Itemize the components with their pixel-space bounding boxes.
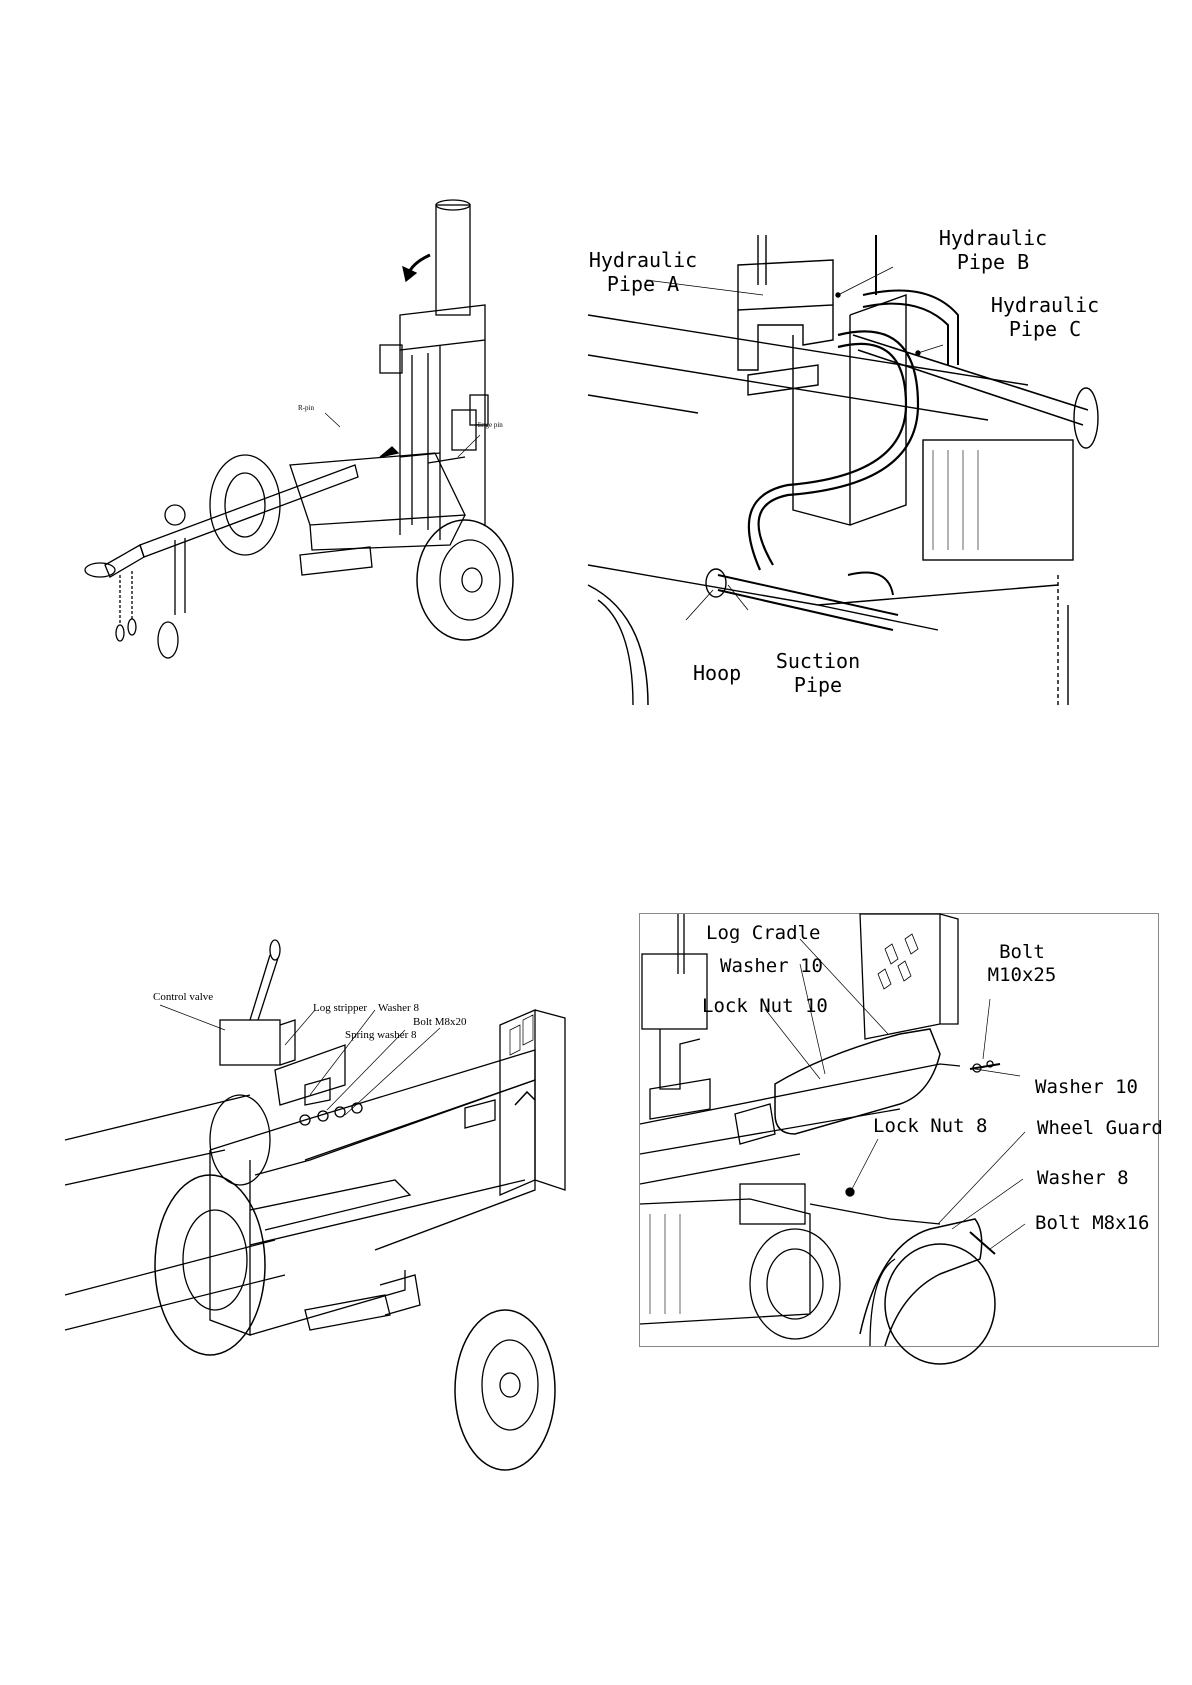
label-washer-8: Washer 8 bbox=[1037, 1169, 1129, 1188]
label-suction-line2: Pipe bbox=[768, 675, 868, 695]
label-washer-10-right: Washer 10 bbox=[1035, 1078, 1138, 1097]
label-wheel-guard: Wheel Guard bbox=[1037, 1119, 1163, 1138]
control-valve-drawing bbox=[65, 1010, 605, 1505]
tow-assembly-drawing bbox=[40, 195, 560, 715]
label-spring-washer-8: Spring washer 8 bbox=[345, 1030, 417, 1041]
label-suction-line1: Suction bbox=[768, 651, 868, 671]
label-bolt-m10x25-line2: M10x25 bbox=[972, 966, 1072, 985]
label-log-cradle: Log Cradle bbox=[706, 924, 820, 943]
label-bolt-m10x25-line1: Bolt bbox=[972, 943, 1072, 962]
label-hydraulic-pipe-a: Hydraulic Pipe A bbox=[583, 250, 703, 294]
label-lock-nut-8: Lock Nut 8 bbox=[873, 1117, 987, 1136]
label-bolt-m8x16: Bolt M8x16 bbox=[1035, 1214, 1149, 1233]
label-r-pin: R-pin bbox=[298, 405, 314, 412]
label-hinge-pin: Hinge pin bbox=[475, 422, 503, 429]
label-pipe-c-line2: Pipe C bbox=[980, 319, 1110, 339]
label-pipe-b-line2: Pipe B bbox=[928, 252, 1058, 272]
label-log-stripper: Log stripper bbox=[313, 1003, 367, 1014]
label-hydraulic-pipe-c: Hydraulic Pipe C bbox=[980, 295, 1110, 339]
label-bolt-m8x20: Bolt M8x20 bbox=[413, 1017, 466, 1028]
label-lock-nut-10: Lock Nut 10 bbox=[702, 997, 828, 1016]
label-pipe-c-line1: Hydraulic bbox=[980, 295, 1110, 315]
diagram-log-cradle: Log Cradle Washer 10 Lock Nut 10 Bolt M1… bbox=[639, 913, 1159, 1347]
label-pipe-b-line1: Hydraulic bbox=[928, 228, 1058, 248]
diagram-hydraulic-pipes: Hydraulic Pipe A Hydraulic Pipe B Hydrau… bbox=[588, 235, 1143, 705]
label-hydraulic-pipe-b: Hydraulic Pipe B bbox=[928, 228, 1058, 272]
label-hoop: Hoop bbox=[693, 663, 741, 683]
label-suction-pipe: Suction Pipe bbox=[768, 651, 868, 695]
diagram-tow-assembly: R-pin Hinge pin bbox=[40, 195, 560, 715]
label-pipe-a-line1: Hydraulic bbox=[583, 250, 703, 270]
label-washer-10-upper: Washer 10 bbox=[720, 957, 823, 976]
label-control-valve: Control valve bbox=[153, 992, 213, 1003]
diagram-control-valve: Control valve Log stripper Washer 8 Spri… bbox=[65, 1010, 605, 1505]
label-bolt-m10x25: Bolt M10x25 bbox=[972, 943, 1072, 985]
label-pipe-a-line2: Pipe A bbox=[583, 274, 703, 294]
label-washer-8: Washer 8 bbox=[378, 1003, 419, 1014]
